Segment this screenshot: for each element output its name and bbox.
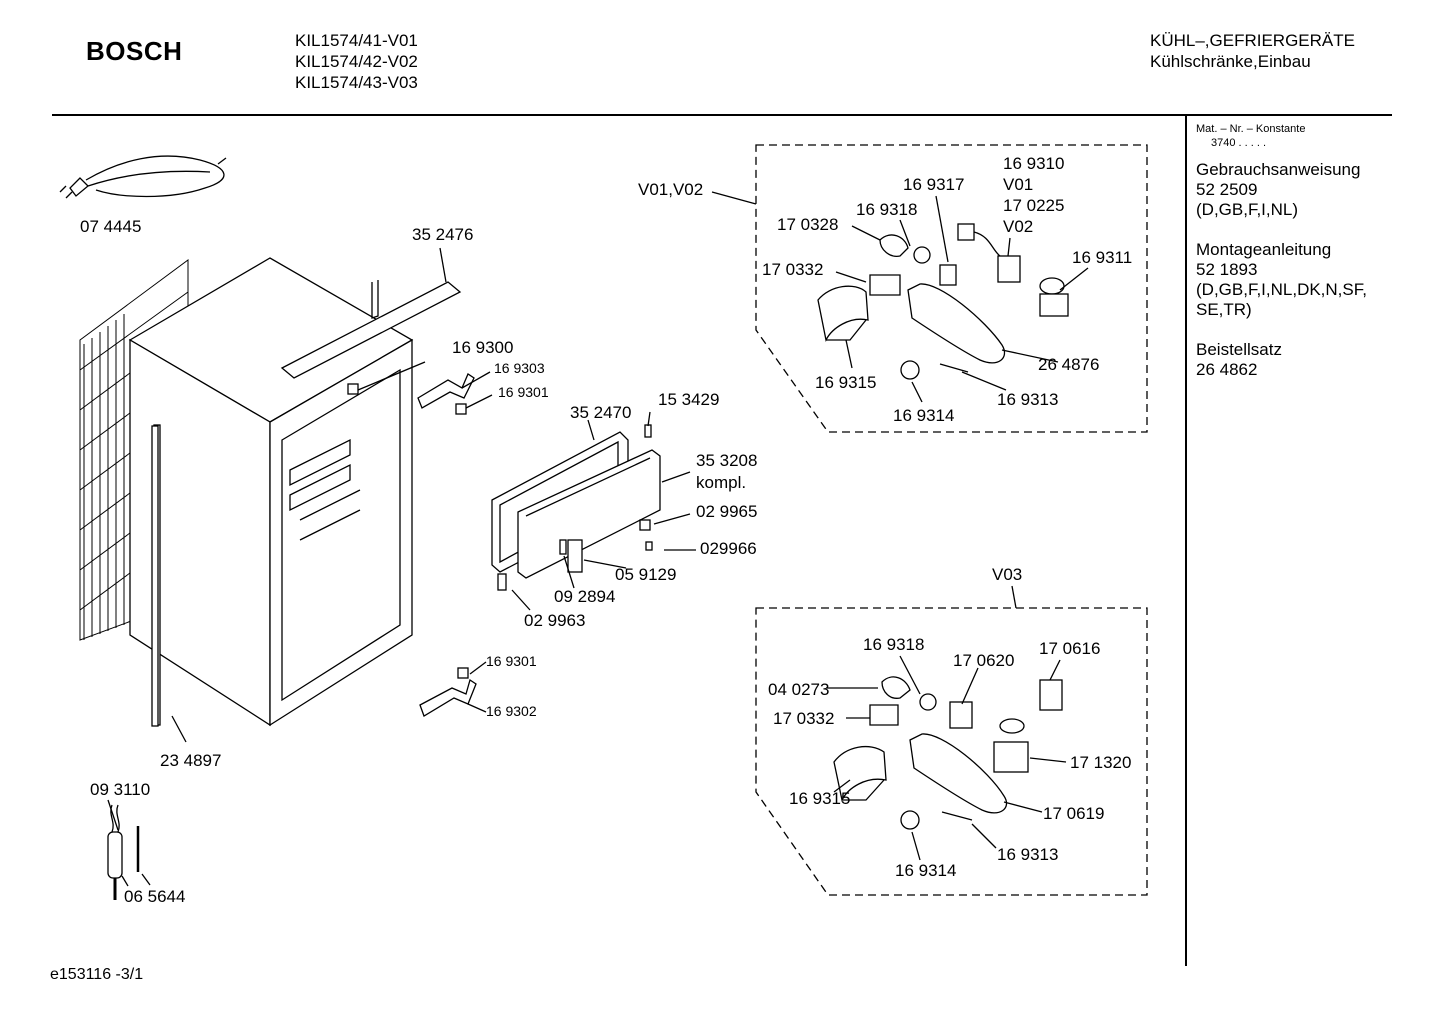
part-labels: 07 4445 35 2476 16 9300 16 9303 16 9301 … [80, 154, 1132, 906]
lamp-assembly-v03 [833, 676, 1063, 830]
mat-value: 3740 . . . . . [1211, 137, 1267, 149]
document-code: e153116 -3/1 [50, 966, 144, 983]
label-b169315: 16 9315 [789, 789, 850, 808]
label-169301a: 16 9301 [498, 384, 549, 400]
label-a264876: 26 4876 [1038, 355, 1099, 374]
label-169301b: 16 9301 [486, 653, 537, 669]
model-list: KIL1574/41-V01 KIL1574/42-V02 KIL1574/43… [295, 30, 418, 93]
leader-lines [107, 191, 1089, 887]
group-box-v01-v02 [755, 144, 1148, 433]
section-number: 26 4862 [1196, 360, 1258, 379]
label-b171320: 17 1320 [1070, 753, 1131, 772]
label-a170328: 17 0328 [777, 215, 838, 234]
header-divider [52, 114, 1392, 116]
label-065644: 06 5644 [124, 887, 185, 906]
gasket-strip-illustration [151, 425, 159, 727]
label-b169318: 16 9318 [863, 635, 924, 654]
sidebar-section-kit: Beistellsatz 26 4862 [1196, 340, 1367, 380]
label-234897: 23 4897 [160, 751, 221, 770]
label-353208: 35 3208 [696, 451, 757, 470]
model-3: KIL1574/43-V03 [295, 73, 418, 92]
label-aV01: V01 [1003, 175, 1033, 194]
model-2: KIL1574/42-V02 [295, 52, 418, 71]
label-029965: 02 9965 [696, 502, 757, 521]
label-aV02: V02 [1003, 217, 1033, 236]
sidebar-divider [1185, 116, 1187, 966]
section-langs: (D,GB,F,I,NL) [1196, 200, 1299, 219]
section-title: Montageanleitung [1196, 240, 1332, 259]
label-169300: 16 9300 [452, 338, 513, 357]
top-strip-illustration [280, 281, 462, 379]
section-number: 52 1893 [1196, 260, 1258, 279]
brand-logo: BOSCH [86, 36, 183, 66]
hinge-bottom-illustration [419, 678, 477, 717]
label-a169318: 16 9318 [856, 200, 917, 219]
label-093110: 09 3110 [90, 780, 150, 799]
label-a169313: 16 9313 [997, 390, 1058, 409]
label-a170332: 17 0332 [762, 260, 823, 279]
label-352470: 35 2470 [570, 403, 631, 422]
cabinet-illustration [128, 257, 414, 727]
section-langs: (D,GB,F,I,NL,DK,N,SF, [1196, 280, 1367, 299]
label-b040273: 04 0273 [768, 680, 829, 699]
sidebar-section-manual: Gebrauchsanweisung 52 2509 (D,GB,F,I,NL) [1196, 160, 1367, 220]
label-group-v01-v02: V01,V02 [638, 180, 703, 199]
door-illustration [491, 424, 661, 591]
label-b169314: 16 9314 [895, 861, 956, 880]
label-b170619: 17 0619 [1043, 804, 1104, 823]
label-153429: 15 3429 [658, 390, 719, 409]
label-b170616: 17 0616 [1039, 639, 1100, 658]
hinge-top-illustration [417, 373, 475, 409]
label-a169317: 16 9317 [903, 175, 964, 194]
label-group-v03: V03 [992, 565, 1022, 584]
label-a169310: 16 9310 [1003, 154, 1064, 173]
label-a169315: 16 9315 [815, 373, 876, 392]
section-langs-2: SE,TR) [1196, 300, 1252, 319]
label-kompl: kompl. [696, 473, 746, 492]
label-169303: 16 9303 [494, 360, 545, 376]
category: KÜHL–,GEFRIERGERÄTE Kühlschränke,Einbau [1150, 30, 1355, 72]
label-074445: 07 4445 [80, 217, 141, 236]
category-line-2: Kühlschränke,Einbau [1150, 52, 1311, 71]
sidebar: Mat. – Nr. – Konstante 3740 . . . . . Ge… [1196, 122, 1367, 380]
section-title: Gebrauchsanweisung [1196, 160, 1361, 179]
power-cord-illustration [59, 155, 227, 199]
section-number: 52 2509 [1196, 180, 1258, 199]
label-092894: 09 2894 [554, 587, 615, 606]
label-a170225: 17 0225 [1003, 196, 1064, 215]
label-a169311: 16 9311 [1072, 248, 1132, 267]
label-169302: 16 9302 [486, 703, 537, 719]
group-box-v03 [755, 607, 1148, 896]
section-title: Beistellsatz [1196, 340, 1282, 359]
lamp-assembly-v01-v02 [817, 223, 1069, 380]
label-b170620: 17 0620 [953, 651, 1014, 670]
category-line-1: KÜHL–,GEFRIERGERÄTE [1150, 31, 1355, 50]
mat-label: Mat. – Nr. – Konstante [1196, 123, 1306, 135]
label-352476: 35 2476 [412, 225, 473, 244]
label-029966: 029966 [700, 539, 757, 558]
label-059129: 05 9129 [615, 565, 676, 584]
label-b169313: 16 9313 [997, 845, 1058, 864]
label-b170332: 17 0332 [773, 709, 834, 728]
label-029963: 02 9963 [524, 611, 585, 630]
sidebar-section-installation: Montageanleitung 52 1893 (D,GB,F,I,NL,DK… [1196, 240, 1367, 320]
sensor-illustration [107, 804, 140, 900]
label-a169314: 16 9314 [893, 406, 954, 425]
model-1: KIL1574/41-V01 [295, 31, 418, 50]
